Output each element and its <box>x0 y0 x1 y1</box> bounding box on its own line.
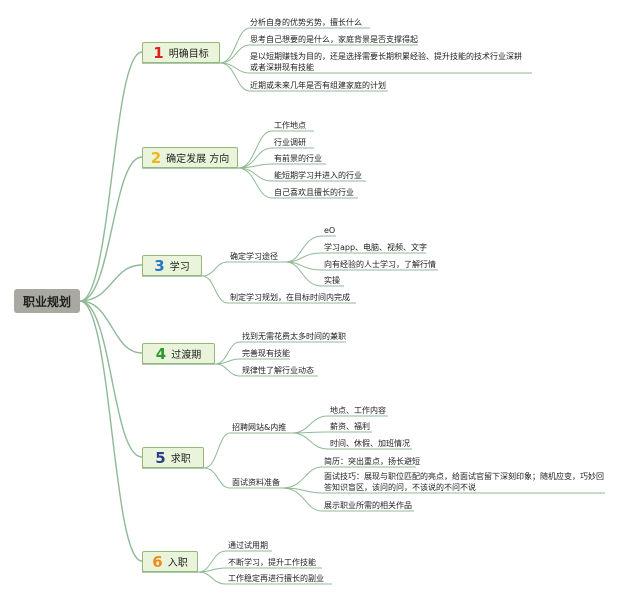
stage-1-item: 近期或未来几年是否有组建家庭的计划 <box>250 81 386 90</box>
job-sites-item: 地点、工作内容 <box>330 406 386 415</box>
learning-path-label: 确定学习途径 <box>230 252 278 261</box>
stage-3-node: 3 学习 <box>142 255 202 276</box>
stage-4-item: 找到无需花费太多时间的兼职 <box>242 332 346 341</box>
stage-3-title: 学习 <box>169 262 190 273</box>
job-sites-item: 时间、休假、加班情况 <box>330 439 410 448</box>
stage-2-item: 行业调研 <box>274 138 306 147</box>
interview-prep-item: 简历：突出重点，扬长避短 <box>324 457 420 466</box>
stage-6-node: 6 入职 <box>142 551 198 572</box>
stage-2-node: 2 确定发展 方向 <box>142 147 238 168</box>
interview-prep-item: 面试技巧：展现与职位匹配的亮点，给面试官留下深刻印象；随机应变，巧妙回答知识盲区… <box>324 472 604 492</box>
learning-plan-item: 制定学习规划，在目标时间内完成 <box>230 293 350 302</box>
stage-1-item: 是以短期赚钱为目的，还是选择需要长期积累经验、提升技能的技术行业深耕 或者深耕现… <box>250 52 522 72</box>
stage-1-item: 分析自身的优势劣势，擅长什么 <box>250 18 362 27</box>
learning-path-item: 向有经验的人士学习，了解行情 <box>324 260 436 269</box>
stage-6-item: 通过试用期 <box>228 541 268 550</box>
stage-6-item: 工作稳定再进行擅长的副业 <box>228 574 324 583</box>
stage-4-number: 4 <box>155 344 167 363</box>
stage-3-number: 3 <box>154 256 165 275</box>
learning-path-item: 学习app、电脑、视频、文字 <box>324 243 428 252</box>
job-sites-item: 薪资、福利 <box>330 422 370 431</box>
stage-1-node: 1 明确目标 <box>142 42 220 63</box>
stage-4-node: 4 过渡期 <box>142 343 215 364</box>
stage-6-title: 入职 <box>167 558 188 569</box>
stage-1-number: 1 <box>153 43 164 62</box>
stage-6-item: 不断学习，提升工作技能 <box>228 558 316 567</box>
stage-1-title: 明确目标 <box>168 49 209 60</box>
learning-path-item: eO <box>324 226 336 235</box>
learning-path-item: 实操 <box>324 276 340 285</box>
stage-2-title: 确定发展 方向 <box>166 154 230 165</box>
stage-5-node: 5 求职 <box>142 447 204 468</box>
stage-2-item: 自己喜欢且擅长的行业 <box>274 188 354 197</box>
stage-2-item: 工作地点 <box>274 121 306 130</box>
stage-2-number: 2 <box>150 148 162 167</box>
stage-4-title: 过渡期 <box>171 350 202 361</box>
stage-4-item: 完善现有技能 <box>242 349 290 358</box>
job-sites-label: 招聘网站&内推 <box>232 423 287 432</box>
stage-2-item: 有前景的行业 <box>274 154 322 163</box>
stage-1-item: 思考自己想要的是什么，家庭背景是否支撑得起 <box>250 35 418 44</box>
interview-prep-label: 面试资料准备 <box>232 478 280 487</box>
stage-4-item: 规律性了解行业动态 <box>242 366 314 375</box>
root-node: 职业规划 <box>14 289 80 313</box>
stage-2-item: 能短期学习并进入的行业 <box>274 171 362 180</box>
stage-6-number: 6 <box>152 552 163 571</box>
stage-5-title: 求职 <box>170 454 191 465</box>
stage-5-number: 5 <box>155 448 166 467</box>
interview-prep-item: 展示职业所需的相关作品 <box>324 501 412 510</box>
